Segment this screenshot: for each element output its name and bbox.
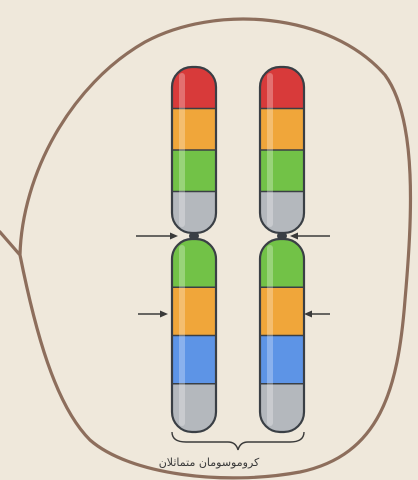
- locus-arrow-left: [138, 311, 168, 318]
- centromere: [277, 232, 287, 240]
- band-green: [260, 239, 304, 288]
- band-green: [172, 150, 216, 192]
- centromere-arrow-left: [136, 233, 178, 240]
- band-orange: [172, 287, 216, 336]
- band-blue: [172, 336, 216, 385]
- centromere-arrow-right: [290, 233, 330, 240]
- band-orange: [172, 109, 216, 151]
- centromere: [189, 232, 199, 240]
- bracket-brace: [172, 432, 304, 450]
- upper-arm: [260, 67, 304, 234]
- highlight: [179, 73, 185, 227]
- highlight: [267, 73, 273, 227]
- band-green: [260, 150, 304, 192]
- lower-arm: [260, 239, 304, 433]
- caption-label: کروموسومان متماثلان: [0, 456, 418, 469]
- band-orange: [260, 109, 304, 151]
- highlight: [179, 245, 185, 426]
- band-gray: [172, 384, 216, 433]
- band-gray: [260, 384, 304, 433]
- highlight: [267, 245, 273, 426]
- upper-arm: [172, 67, 216, 234]
- band-blue: [260, 336, 304, 385]
- chromosome-right: [260, 67, 304, 433]
- locus-arrow-right: [304, 311, 330, 318]
- lower-arm: [172, 239, 216, 433]
- band-green: [172, 239, 216, 288]
- chromosome-pair: [172, 67, 304, 433]
- band-orange: [260, 287, 304, 336]
- chromosome-left: [172, 67, 216, 433]
